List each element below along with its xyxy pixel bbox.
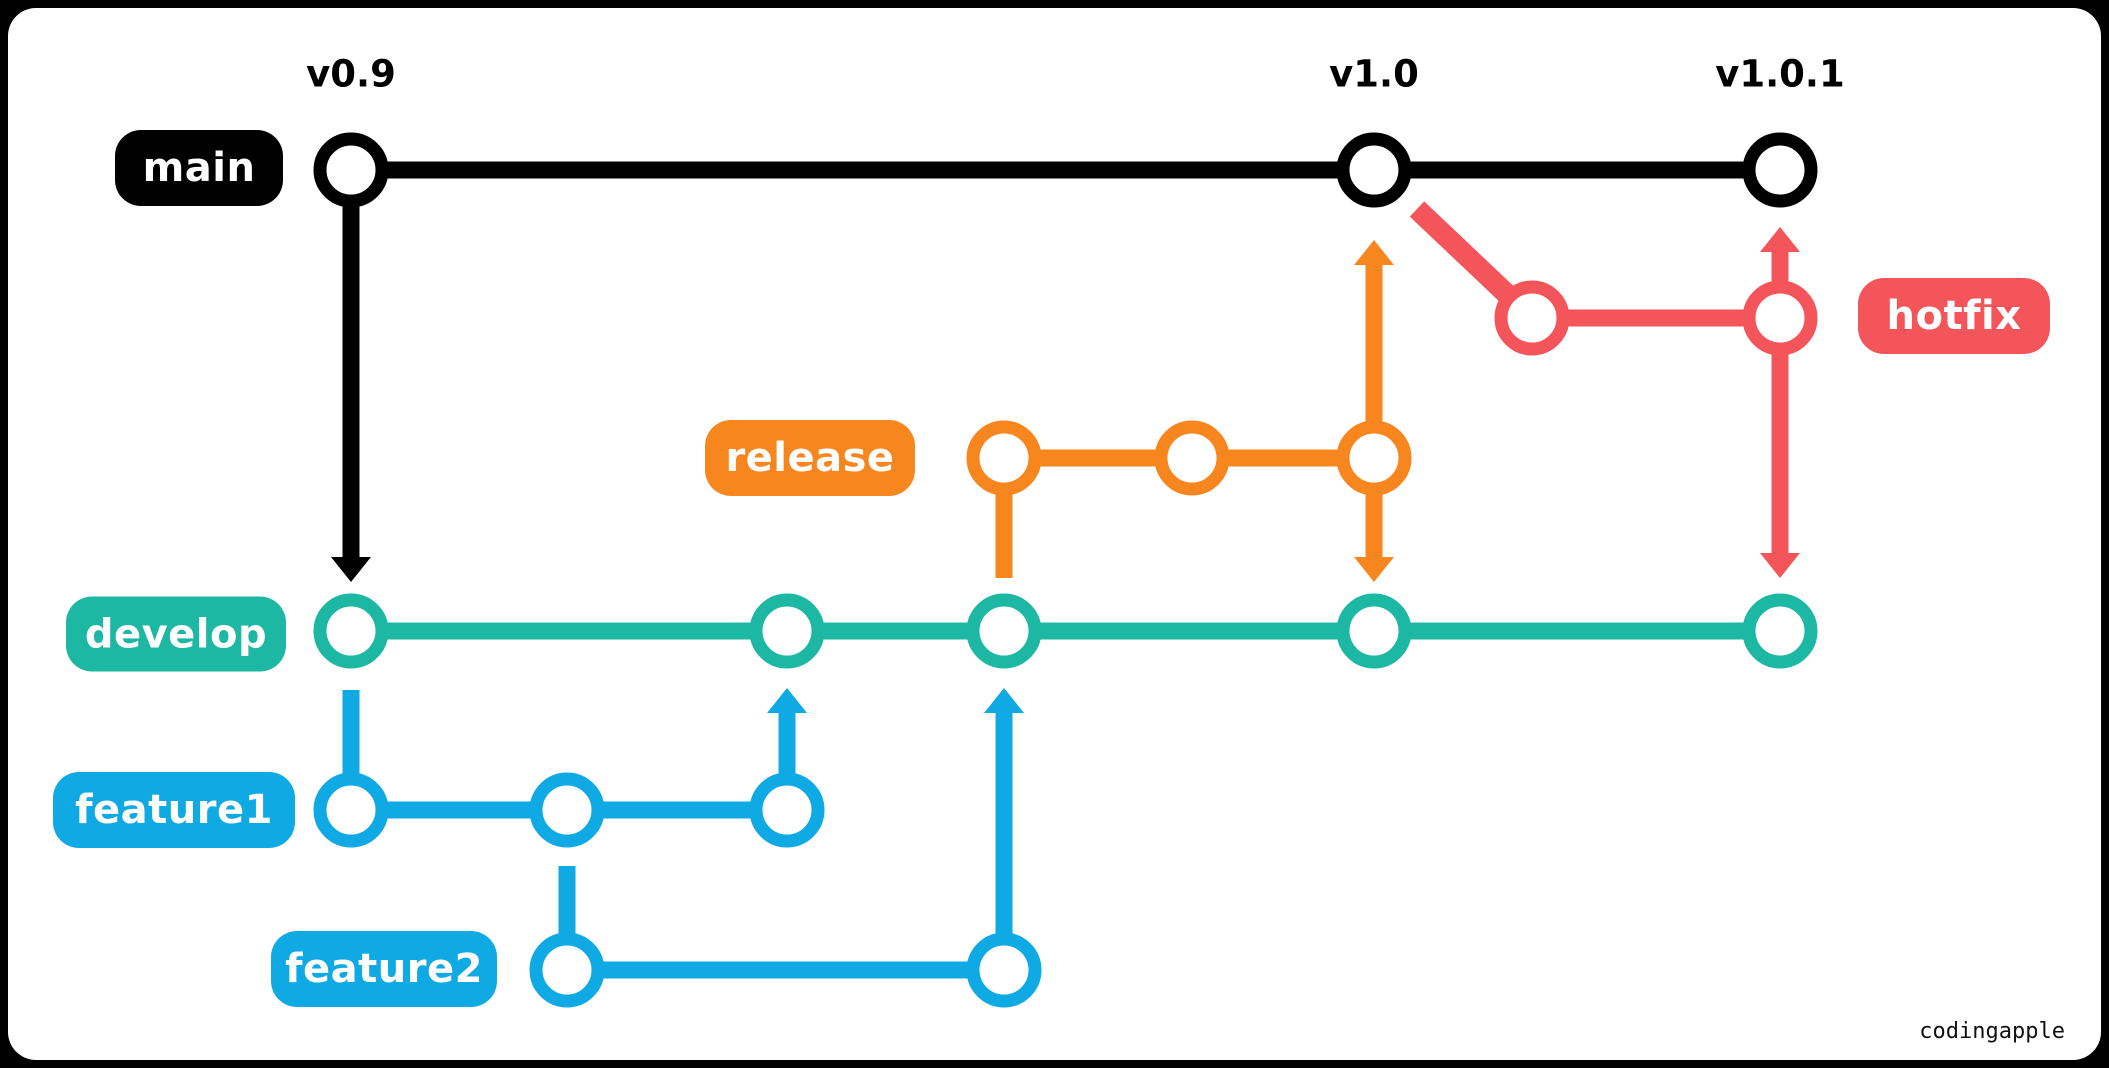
branch-label-hotfix: hotfix xyxy=(1858,278,2050,354)
arrowhead-feature xyxy=(767,688,807,713)
arrowhead-hotfix xyxy=(1760,553,1800,578)
commit-node-develop xyxy=(313,593,389,669)
arrowhead-main xyxy=(331,557,371,582)
branch-label-develop: develop xyxy=(66,596,286,672)
arrowhead-release xyxy=(1354,240,1394,265)
branch-label-main: main xyxy=(115,130,283,206)
arrowhead-release xyxy=(1354,557,1394,582)
commit-node-hotfix xyxy=(1494,280,1570,356)
version-tag-v1.0.1: v1.0.1 xyxy=(1715,52,1845,96)
arrowhead-feature xyxy=(984,688,1024,713)
commit-node-main xyxy=(1742,132,1818,208)
commit-node-feature xyxy=(313,772,389,848)
branch-label-feature1: feature1 xyxy=(53,772,295,848)
commit-node-develop xyxy=(749,593,825,669)
commit-node-develop xyxy=(1742,593,1818,669)
commit-node-develop xyxy=(966,593,1042,669)
commit-node-feature xyxy=(529,772,605,848)
version-tag-v1.0: v1.0 xyxy=(1329,52,1419,96)
branch-label-release: release xyxy=(705,420,915,496)
version-tag-v0.9: v0.9 xyxy=(306,52,396,96)
watermark-text: codingapple xyxy=(1919,1019,2065,1044)
commit-node-feature xyxy=(966,932,1042,1008)
commit-node-feature xyxy=(749,772,825,848)
commit-node-feature xyxy=(529,932,605,1008)
commit-node-release xyxy=(1336,420,1412,496)
arrowhead-hotfix xyxy=(1760,227,1800,252)
commit-node-release xyxy=(966,420,1042,496)
commit-node-develop xyxy=(1336,593,1412,669)
branch-label-feature2: feature2 xyxy=(271,931,497,1007)
commit-node-main xyxy=(313,132,389,208)
commit-node-hotfix xyxy=(1742,280,1818,356)
commit-node-release xyxy=(1154,420,1230,496)
commit-node-main xyxy=(1336,132,1412,208)
